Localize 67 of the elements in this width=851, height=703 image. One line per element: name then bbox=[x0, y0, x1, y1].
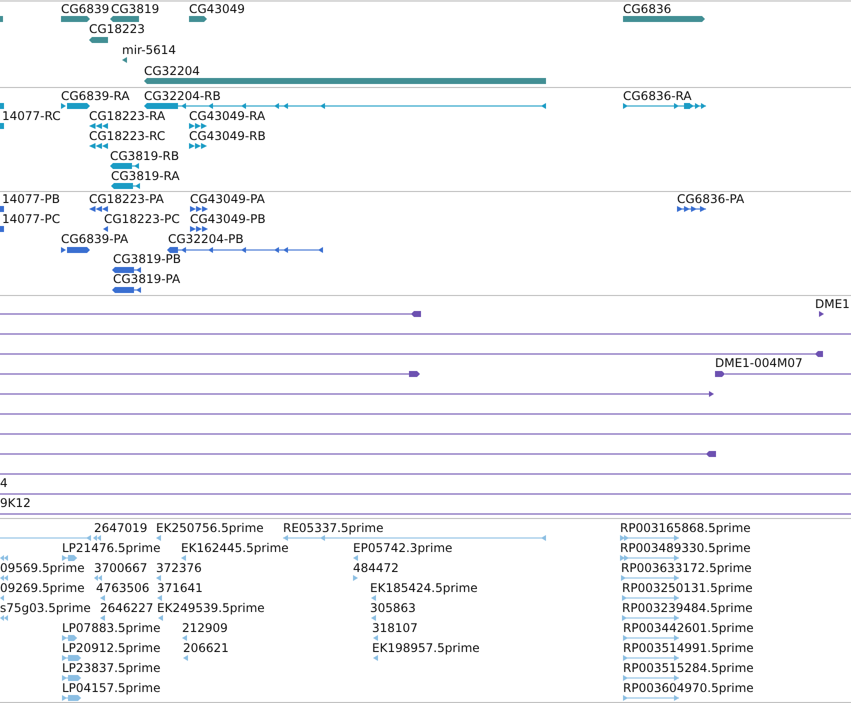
feature-label: CG43049-RB bbox=[189, 130, 266, 142]
feature-label: 4 bbox=[0, 477, 8, 489]
feature-label: RP003239484.5prime bbox=[622, 602, 753, 614]
feature-label: CG6836-RA bbox=[623, 90, 692, 102]
feature-label: 09269.5prime bbox=[0, 582, 85, 594]
feature-label: 305863 bbox=[370, 602, 416, 614]
feature-label: CG18223-PA bbox=[89, 193, 164, 205]
feature-label: CG18223 bbox=[89, 23, 145, 35]
feature-label: CG6836-PA bbox=[677, 193, 744, 205]
feature-label: EK250756.5prime bbox=[156, 522, 264, 534]
feature-label: RP003514991.5prime bbox=[623, 642, 754, 654]
feature-label: CG3819-PB bbox=[113, 253, 182, 265]
feature-label: EK185424.5prime bbox=[370, 582, 478, 594]
feature-label: CG6839-PA bbox=[61, 233, 128, 245]
feature-label: LP07883.5prime bbox=[62, 622, 161, 634]
feature-label: 9K12 bbox=[0, 497, 31, 509]
feature-label: CG3819 bbox=[111, 3, 160, 15]
feature-label: 14077-PB bbox=[2, 193, 60, 205]
feature-label: mir-5614 bbox=[122, 44, 176, 56]
feature-label: DME1-004M07 bbox=[715, 357, 803, 369]
feature-label: RP003633172.5prime bbox=[621, 562, 752, 574]
feature-label: EK198957.5prime bbox=[372, 642, 480, 654]
feature-label: 2647019 bbox=[94, 522, 148, 534]
feature-label: CG3819-RA bbox=[111, 170, 180, 182]
feature-label: CG32204-RB bbox=[144, 90, 221, 102]
feature-label: RP003250131.5prime bbox=[622, 582, 753, 594]
feature-label: CG43049-PA bbox=[190, 193, 265, 205]
feature-label: CG6839 bbox=[61, 3, 110, 15]
feature-label: LP20912.5prime bbox=[62, 642, 161, 654]
feature-label: 212909 bbox=[182, 622, 228, 634]
feature-label: CG43049-RA bbox=[189, 110, 266, 122]
feature-label: s75g03.5prime bbox=[0, 602, 91, 614]
feature-label: RP003442601.5prime bbox=[623, 622, 754, 634]
feature-label: EK162445.5prime bbox=[181, 542, 289, 554]
feature-label: RE05337.5prime bbox=[283, 522, 384, 534]
feature-label: 484472 bbox=[353, 562, 399, 574]
feature-label: DME1 bbox=[815, 298, 850, 310]
feature-label: 371641 bbox=[157, 582, 203, 594]
feature-label: CG18223-RC bbox=[89, 130, 166, 142]
feature-label: EP05742.3prime bbox=[353, 542, 452, 554]
feature-label: CG32204 bbox=[144, 65, 200, 77]
feature-label: 14077-RC bbox=[2, 110, 61, 122]
feature-label: 14077-PC bbox=[2, 213, 60, 225]
feature-label: RP003165868.5prime bbox=[620, 522, 751, 534]
feature-label: CG6839-RA bbox=[61, 90, 130, 102]
feature-label: CG3819-PA bbox=[113, 273, 180, 285]
feature-label: LP04157.5prime bbox=[62, 682, 161, 694]
feature-label: RP003604970.5prime bbox=[623, 682, 754, 694]
feature-label: CG43049-PB bbox=[190, 213, 266, 225]
feature-label: 206621 bbox=[183, 642, 229, 654]
feature-label: EK249539.5prime bbox=[157, 602, 265, 614]
feature-label: 372376 bbox=[156, 562, 202, 574]
feature-label: CG32204-PB bbox=[168, 233, 244, 245]
feature-label: 2646227 bbox=[100, 602, 154, 614]
feature-label: CG43049 bbox=[189, 3, 245, 15]
feature-label: 318107 bbox=[372, 622, 418, 634]
feature-label: RP003489330.5prime bbox=[620, 542, 751, 554]
feature-label: LP21476.5prime bbox=[62, 542, 161, 554]
feature-label: LP23837.5prime bbox=[62, 662, 161, 674]
feature-label: CG18223-PC bbox=[104, 213, 180, 225]
feature-label: RP003515284.5prime bbox=[623, 662, 754, 674]
feature-label: 09569.5prime bbox=[0, 562, 85, 574]
feature-label: 3700667 bbox=[94, 562, 148, 574]
feature-label: CG6836 bbox=[623, 3, 672, 15]
feature-label: CG18223-RA bbox=[89, 110, 166, 122]
feature-label: CG3819-RB bbox=[110, 150, 180, 162]
feature-label: 4763506 bbox=[96, 582, 150, 594]
